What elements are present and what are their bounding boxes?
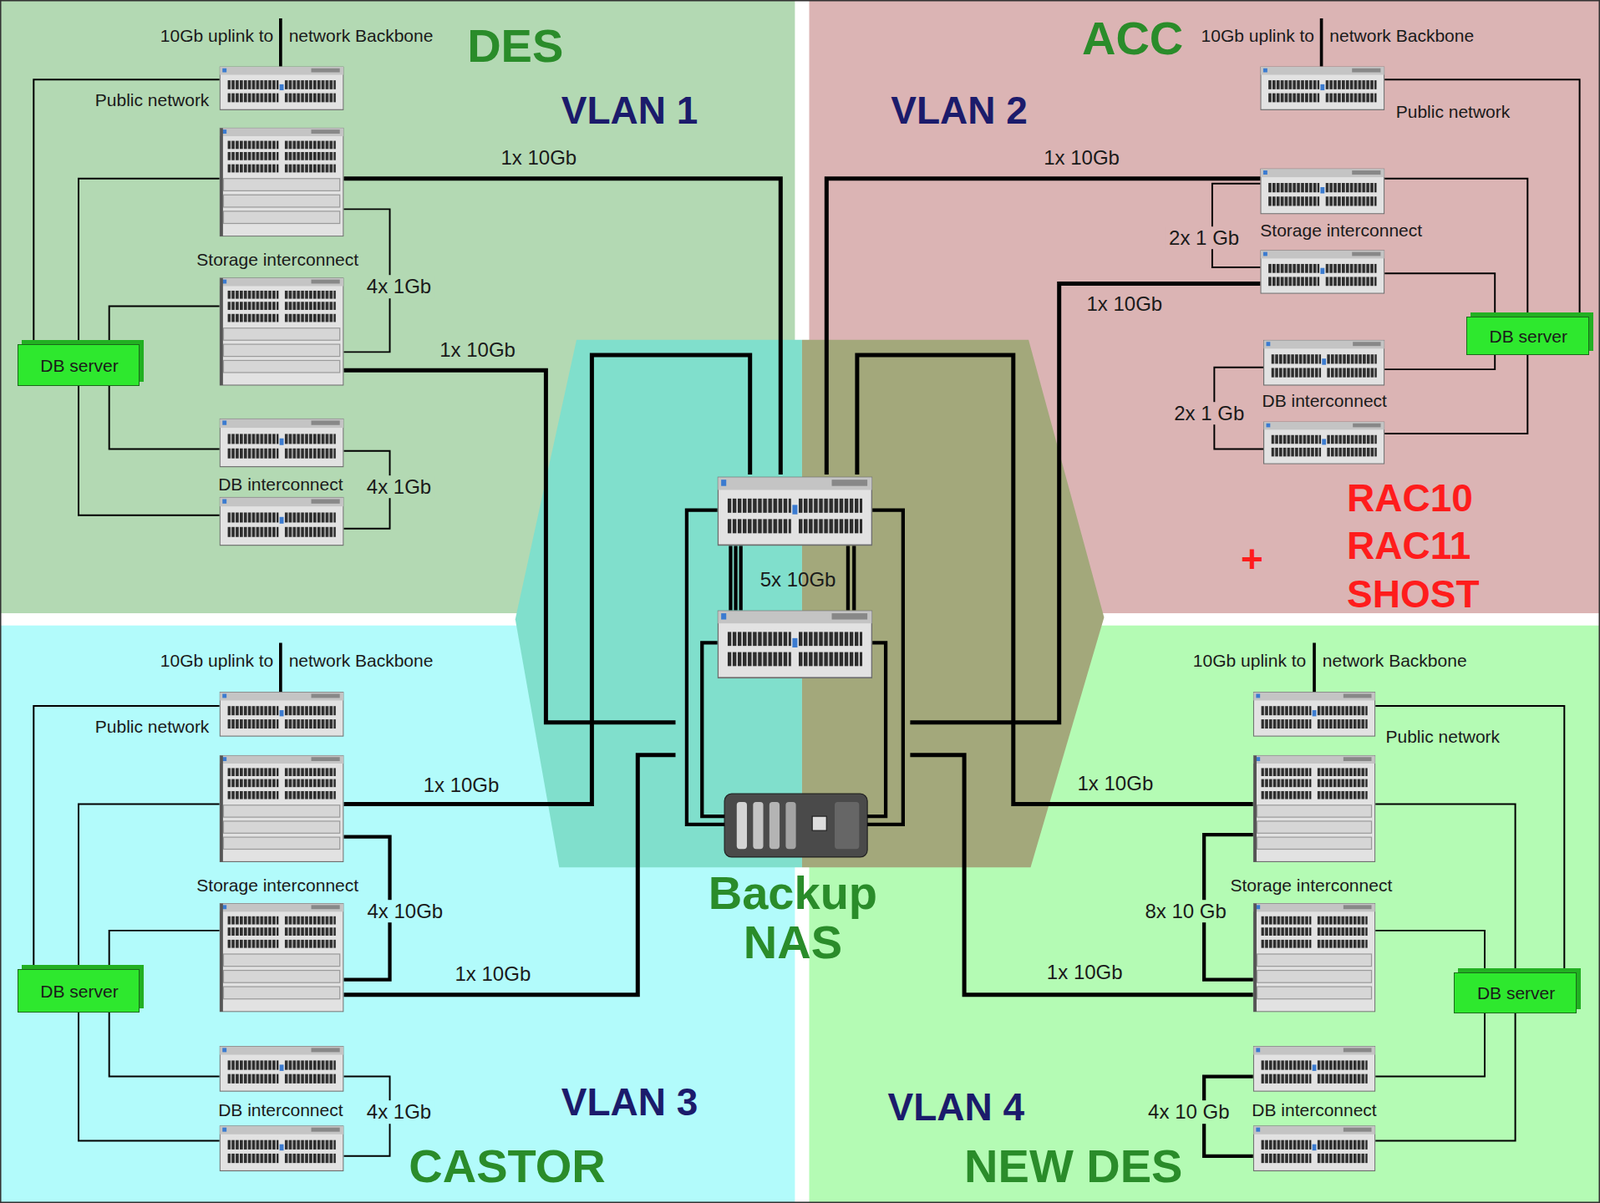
uplink-note: network Backbone <box>1322 650 1468 671</box>
node-label: DB interconnect <box>1262 391 1387 412</box>
storage-interconnect: Storage interconnect <box>219 127 345 387</box>
link-label: 1x 10Gb <box>455 963 532 987</box>
db-server: DB server <box>1453 972 1577 1014</box>
database-name: SHOST <box>1346 571 1479 616</box>
link-label: 1x 10Gb <box>1046 960 1123 985</box>
uplink-note: network Backbone <box>289 25 434 46</box>
region-heading: VLAN 3 <box>561 1080 699 1125</box>
node-label: DB interconnect <box>218 1100 343 1121</box>
node-label: Public network <box>95 90 210 111</box>
uplink-note: 10Gb uplink to <box>1201 25 1315 46</box>
public-switch: Public network <box>1253 691 1377 737</box>
link-count: 2x 1 Gb <box>1171 401 1247 426</box>
db-server: DB server <box>1466 316 1590 356</box>
link-count: 4x 1Gb <box>364 274 434 299</box>
plus-sign: + <box>1240 537 1264 582</box>
node-label: Backup NAS <box>688 868 898 968</box>
link-label: 1x 10Gb <box>500 147 577 171</box>
backup-hub: Backup NAS <box>675 474 911 975</box>
uplink-cable <box>909 755 1253 996</box>
db-interconnect: DB interconnect <box>1263 340 1385 465</box>
node-label: Public network <box>95 716 210 737</box>
uplink-note: network Backbone <box>289 650 434 671</box>
node-label: DB server <box>1477 983 1555 1004</box>
server-cable <box>1384 355 1528 434</box>
uplink-note: 10Gb uplink to <box>160 650 274 671</box>
server-cable <box>33 706 219 970</box>
server-cable <box>1384 178 1528 317</box>
node-label: DB interconnect <box>1251 1100 1377 1121</box>
link-count: 4x 10Gb <box>364 899 446 924</box>
region-heading: VLAN 4 <box>888 1085 1026 1130</box>
public-switch: Public network <box>1259 66 1385 111</box>
region-heading: VLAN 2 <box>890 87 1028 133</box>
db-interconnect: DB interconnect <box>219 1046 345 1172</box>
server-cable <box>1375 706 1565 973</box>
node-label: DB interconnect <box>218 474 343 495</box>
node-label: DB server <box>40 981 118 1002</box>
db-interconnect: DB interconnect <box>219 418 345 547</box>
node-label: DB server <box>1489 326 1568 347</box>
server-cable <box>1384 79 1580 316</box>
link-count: 4x 1Gb <box>364 1100 434 1124</box>
server-cable <box>1375 1013 1515 1142</box>
link-label: 1x 10Gb <box>439 338 516 362</box>
region-heading: VLAN 1 <box>561 87 699 133</box>
vlan-region: ACC VLAN 2 Public networkStorage interconn… <box>810 0 1600 615</box>
uplink-cable <box>826 178 1260 475</box>
link-count: 4x 10 Gb <box>1145 1100 1232 1124</box>
storage-interconnect: Storage interconnect <box>219 755 345 1013</box>
link-count: 5x 10Gb <box>760 568 837 592</box>
server-cable <box>78 1012 220 1142</box>
storage-interconnect: Storage interconnect <box>1259 168 1385 295</box>
node-label: Storage interconnect <box>196 875 359 896</box>
db-server: DB server <box>17 344 141 387</box>
uplink-cable <box>344 178 782 475</box>
server-cable <box>33 79 219 344</box>
vlan-region: DES VLAN 1 Public networkStorage interconn… <box>0 0 794 615</box>
region-heading: ACC <box>1081 11 1184 66</box>
region-heading: CASTOR <box>408 1139 605 1194</box>
link-label: 1x 10Gb <box>423 774 500 798</box>
public-switch: Public network <box>219 691 345 737</box>
public-switch: Public network <box>219 66 345 111</box>
switches <box>219 66 1385 1172</box>
server-cable <box>1375 803 1515 973</box>
uplink-note: network Backbone <box>1329 25 1474 46</box>
server-cable <box>78 386 220 516</box>
uplink-cable <box>344 755 676 996</box>
db-server: DB server <box>17 969 141 1012</box>
database-name: RAC10 <box>1346 476 1474 521</box>
node-label: Storage interconnect <box>1229 875 1392 896</box>
link-label: 1x 10Gb <box>1077 772 1154 796</box>
db-interconnect: DB interconnect <box>1253 1046 1377 1172</box>
node-label: Public network <box>1386 726 1501 747</box>
link-count: 8x 10 Gb <box>1142 899 1229 924</box>
uplink-note: 10Gb uplink to <box>1193 650 1306 671</box>
node-label: Storage interconnect <box>1259 220 1423 241</box>
wires <box>109 18 1496 1157</box>
storage-interconnect: Storage interconnect <box>1253 755 1377 1013</box>
uplink-cable <box>344 355 751 804</box>
nas-device <box>724 793 868 858</box>
region-heading: NEW DES <box>964 1139 1183 1194</box>
database-name: RAC11 <box>1346 523 1471 569</box>
link-label: 1x 10Gb <box>1043 147 1120 171</box>
node-label: Public network <box>1396 101 1511 122</box>
link-label: 1x 10Gb <box>1086 292 1163 316</box>
node-label: DB server <box>40 355 118 376</box>
region-heading: DES <box>467 19 564 73</box>
link-count: 2x 1 Gb <box>1166 226 1242 250</box>
link-count: 4x 1Gb <box>364 475 434 499</box>
node-label: Storage interconnect <box>196 249 359 270</box>
uplink-cable <box>857 355 1254 804</box>
uplink-note: 10Gb uplink to <box>160 25 274 46</box>
